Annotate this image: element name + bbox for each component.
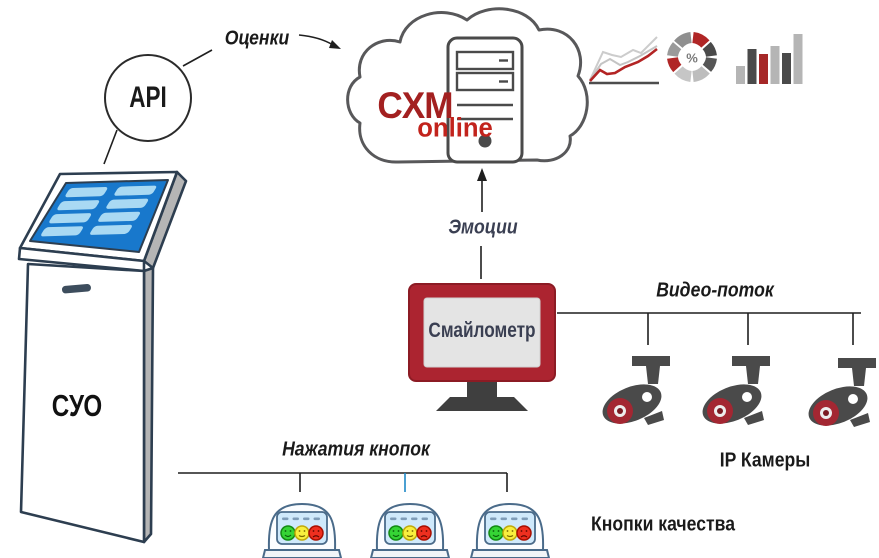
cloud-brand-sub: online — [417, 112, 493, 143]
video-stream-label: Видео-поток — [656, 279, 774, 302]
smiley-buttons-icon — [469, 502, 551, 558]
donut-chart-icon — [667, 32, 717, 82]
ip-cameras-group — [602, 356, 876, 427]
smiley-buttons-icon — [369, 502, 451, 558]
cctv-camera-icon — [602, 356, 670, 425]
smiley-buttons-icon — [261, 502, 343, 558]
cloud-icon — [346, 7, 589, 164]
emotions-flow-label: Эмоции — [448, 216, 518, 239]
connector-lines — [103, 34, 861, 492]
kiosk-body-face — [19, 262, 146, 544]
cctv-camera-icon — [702, 356, 770, 425]
cctv-camera-icon — [808, 358, 876, 427]
kiosk-screen-buttons — [41, 185, 157, 237]
server-icon — [446, 36, 524, 164]
ip-cameras-label: IP Камеры — [719, 449, 811, 472]
quality-buttons-group — [261, 502, 551, 558]
smilometer-label: Смайлометр — [428, 319, 536, 342]
monitor-neck — [467, 381, 497, 397]
kiosk-printer-slot — [61, 283, 91, 294]
donut-percent-label: % — [686, 50, 698, 66]
ratings-to-cloud-arrow — [298, 34, 334, 46]
api-label: API — [129, 81, 167, 114]
api-circle — [104, 54, 192, 142]
monitor-screen — [423, 297, 541, 368]
button-presses-label: Нажатия кнопок — [282, 438, 430, 461]
smilometer-monitor — [408, 283, 556, 411]
api-to-ratings-line — [182, 49, 213, 67]
kiosk — [17, 170, 188, 544]
cloud-brand: CXM — [377, 85, 453, 126]
api-to-kiosk-line — [103, 129, 118, 165]
ratings-flow-label: Оценки — [224, 27, 290, 50]
kiosk-body-side — [142, 266, 155, 544]
kiosk-label: СУО — [51, 388, 103, 423]
monitor-base — [436, 397, 528, 411]
bar-chart-icon — [736, 34, 803, 84]
quality-buttons-label: Кнопки качества — [591, 513, 735, 536]
line-chart-icon — [589, 36, 659, 85]
emotions-arrowhead — [477, 168, 487, 181]
ratings-arrowhead — [329, 40, 341, 49]
